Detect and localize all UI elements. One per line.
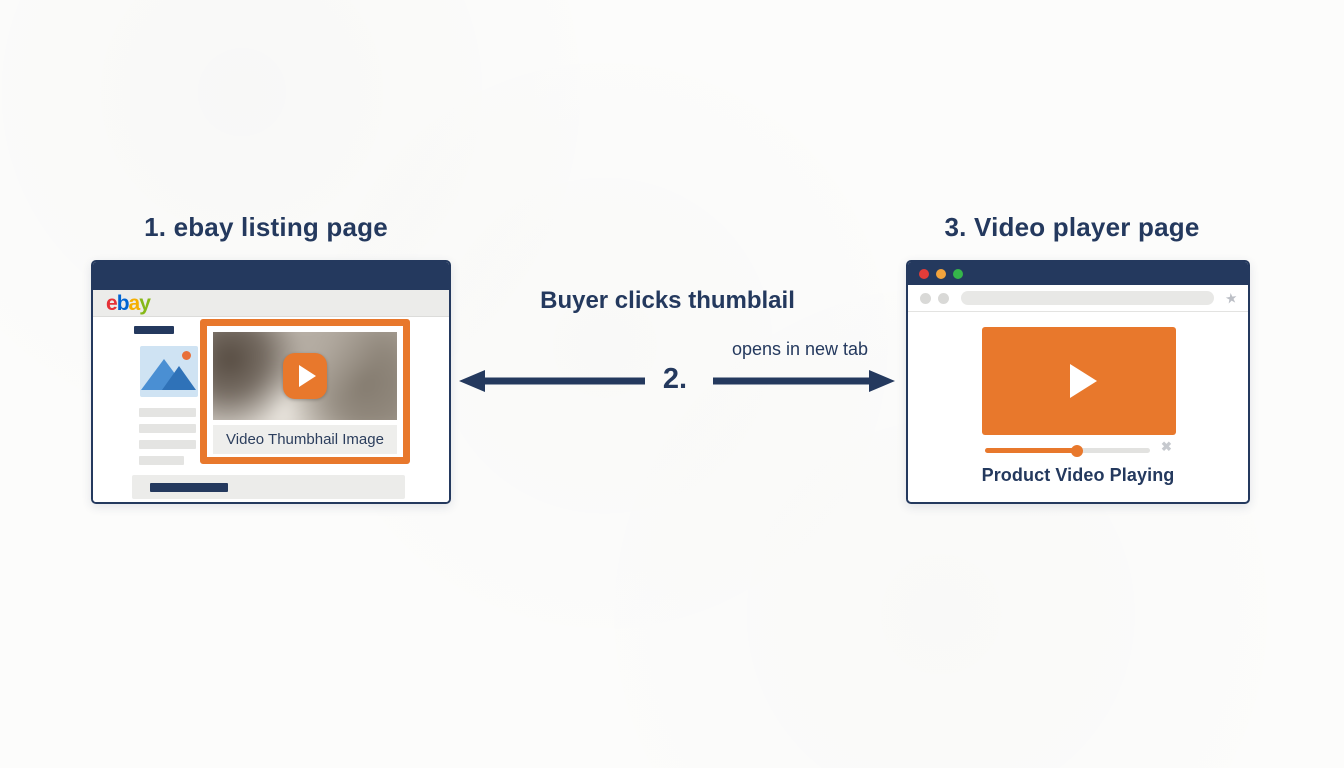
video-player-window: ★ ✖ Product Video Playing (906, 260, 1250, 504)
sun-dot-icon (182, 351, 191, 360)
progress-fill (985, 444, 1084, 457)
forward-button[interactable] (938, 292, 949, 304)
text-skeleton-line (139, 408, 196, 417)
window-titlebar (93, 262, 449, 290)
thumbnail-photo (213, 332, 397, 420)
ebay-logo-letter: y (139, 291, 151, 315)
video-progress-bar[interactable] (985, 444, 1150, 457)
footer-skeleton (132, 475, 405, 499)
text-skeleton-line (139, 424, 196, 433)
play-icon[interactable] (283, 353, 327, 399)
play-icon (1069, 364, 1097, 398)
browser-toolbar: ★ (908, 285, 1248, 312)
bookmark-star-icon[interactable]: ★ (1224, 289, 1240, 307)
progress-handle[interactable] (1071, 444, 1084, 457)
text-skeleton-line (139, 456, 184, 465)
step-2-number: 2. (662, 363, 688, 395)
video-caption: Product Video Playing (981, 465, 1175, 485)
arrow-right-icon (713, 370, 895, 392)
maximize-dot-icon[interactable] (953, 268, 963, 279)
listing-content: Video Thumbhail Image (93, 317, 449, 502)
arrow-left-icon (459, 370, 645, 392)
window-titlebar (908, 262, 1248, 285)
ebay-logo-letter: a (128, 291, 141, 315)
mountain-icon (162, 366, 196, 390)
flow-sub-label: opens in new tab (731, 339, 869, 359)
back-button[interactable] (920, 292, 931, 304)
step-1-title: 1. ebay listing page (144, 212, 388, 242)
ebay-logo-letter: b (116, 291, 130, 315)
text-skeleton-line (139, 440, 196, 449)
ebay-logo: ebay (106, 291, 151, 315)
video-player[interactable] (982, 327, 1176, 435)
product-image-placeholder (140, 346, 198, 397)
ebay-listing-window: ebay (91, 260, 451, 504)
step-3-title: 3. Video player page (944, 212, 1200, 242)
title-skeleton (134, 326, 174, 334)
player-content: ✖ Product Video Playing (908, 312, 1248, 500)
address-bar[interactable] (961, 291, 1215, 305)
flow-action-label: Buyer clicks thumblail (540, 287, 795, 314)
video-thumbnail[interactable]: Video Thumbhail Image (200, 319, 410, 464)
dismiss-icon[interactable]: ✖ (1161, 439, 1172, 454)
minimize-dot-icon[interactable] (936, 268, 946, 279)
play-triangle-shape (299, 365, 316, 387)
ebay-logo-letter: e (106, 291, 118, 315)
close-dot-icon[interactable] (919, 268, 929, 279)
footer-bar-fill (150, 483, 228, 492)
site-header: ebay (93, 290, 449, 317)
thumbnail-caption: Video Thumbhail Image (213, 425, 397, 454)
